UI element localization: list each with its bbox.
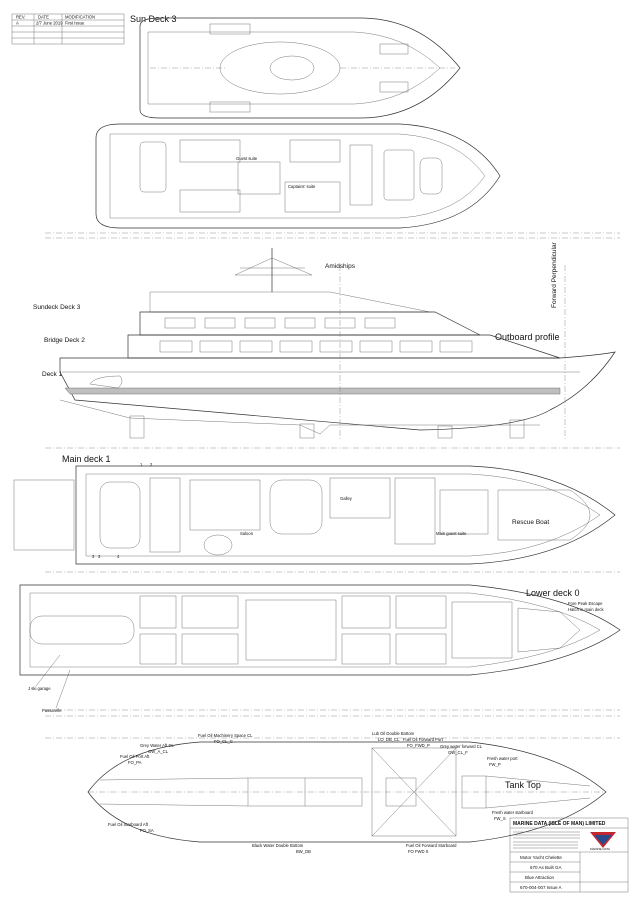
grey-fwd-label: Grey water forward CL — [440, 744, 483, 749]
fo-fwd-stbd-label: Fuel Oil Forward Starboard — [406, 843, 457, 848]
lube-db-label: Lub Oil Double Bottom — [372, 731, 415, 736]
passarelle-label: Passarelle — [42, 708, 62, 713]
fo-fwd-port-label: Fuel Oil Forward Port — [403, 737, 444, 742]
saloon-label: Saloon — [240, 531, 254, 536]
deck-1-label: Deck 1 — [42, 371, 63, 378]
amidships-label: Amidships — [325, 263, 356, 270]
fo-machinery-code: FO_CL_C — [214, 739, 233, 744]
title-block: MARINE DATA (ISLE OF MAN) LIMITED MARINE… — [509, 817, 629, 893]
main-deck-plan: Main deck 1 Galley Saloon Main guest sui… — [13, 454, 616, 565]
sun-deck-label: Sun Deck 3 — [130, 14, 177, 24]
fo-fwd-port-code: FO_FWD_P — [407, 743, 430, 748]
date-value: 2/7 June 2019 — [36, 21, 63, 26]
rev-value: A — [16, 21, 19, 26]
black-db-code: BW_DB — [296, 849, 311, 854]
stair-number-4: 4 — [117, 554, 120, 559]
grey-aft-label: Grey Water Aft CL — [140, 743, 174, 748]
stair-number-3: 3 — [92, 554, 95, 559]
sundeck-deck-label: Sundeck Deck 3 — [33, 304, 81, 311]
fo-machinery-label: Fuel Oil Machinery Space CL — [198, 733, 253, 738]
project-name: Blue Attraction — [525, 875, 555, 880]
fo-stbd-aft-code: FO_SA — [140, 828, 154, 833]
bridge-deck-plan: Guest suite Captains' suite — [95, 123, 501, 229]
main-deck-label: Main deck 1 — [62, 454, 111, 464]
stair-number-2: 2 — [150, 462, 153, 467]
fo-port-aft-label: Fuel Oil Port Aft — [120, 754, 150, 759]
stair-number-1: 1 — [140, 462, 143, 467]
lower-deck-label: Lower deck 0 — [526, 588, 580, 598]
rev-header: REV. — [16, 15, 25, 20]
fo-fwd-stbd-code: FO FWD S — [408, 849, 429, 854]
hatch-main-deck-label: Hatch in main deck — [568, 607, 605, 612]
outboard-profile: Amidships Forward Perpendicular Sundeck … — [33, 241, 616, 440]
fo-port-aft-code: FO_PA — [128, 760, 142, 765]
fore-peak-escape-label: Fore Peak Escape — [568, 601, 603, 606]
fresh-port-code: FW_P — [489, 762, 501, 767]
grey-aft-code: GW_A_CL — [148, 749, 169, 754]
rescue-boat-label: Rescue Boat — [512, 519, 549, 526]
company-logo: MARINE DATA — [590, 832, 616, 851]
company-name: MARINE DATA (ISLE OF MAN) LIMITED — [513, 821, 606, 827]
grey-fwd-code: GW_CL_F — [448, 750, 468, 755]
stair-number-3b: 3 — [98, 554, 101, 559]
revision-table: REV. DATE MODIFICATION A 2/7 June 2019 F… — [11, 13, 125, 45]
black-db-label: Black Water Double Bottom — [252, 843, 304, 848]
fresh-stbd-label: Fresh water starboard — [492, 810, 534, 815]
captains-suite-label: Captains' suite — [288, 184, 316, 189]
fo-stbd-aft-label: Fuel Oil Starboard Aft — [108, 822, 149, 827]
vessel-name: Motor Yacht Chelette — [520, 855, 562, 860]
lower-deck-plan: Lower deck 0 Fore Peak Escape Hatch in m… — [19, 584, 621, 713]
modification-header: MODIFICATION — [65, 15, 95, 20]
main-guest-suite-label: Main guest suite — [436, 531, 467, 536]
tank-top-label: Tank Top — [505, 780, 541, 790]
outboard-profile-label: Outboard profile — [495, 332, 560, 342]
galley-label: Galley — [340, 496, 353, 501]
sun-deck-plan: Sun Deck 3 — [130, 14, 461, 119]
logo-text: MARINE DATA — [590, 847, 610, 851]
drawing-number: 670-004-007 Issue A — [520, 885, 562, 890]
guest-suite-label: Guest suite — [236, 156, 258, 161]
fresh-port-label: Fresh water port — [487, 756, 518, 761]
bridge-deck-label: Bridge Deck 2 — [44, 337, 85, 344]
modification-value: First Issue — [65, 21, 85, 26]
jet-ski-garage-label: J ski garage — [28, 686, 51, 691]
reference-lines — [45, 232, 620, 739]
fresh-stbd-code: FW_S — [494, 816, 506, 821]
tank-top-plan: Fuel Oil Machinery Space CL FO_CL_C Grey… — [87, 731, 607, 854]
forward-perpendicular-label: Forward Perpendicular — [551, 241, 558, 308]
date-header: DATE — [38, 15, 49, 20]
drawing-title: 670 As Built GA — [530, 865, 562, 870]
lube-db-code: LO_DB_CL — [378, 737, 400, 742]
